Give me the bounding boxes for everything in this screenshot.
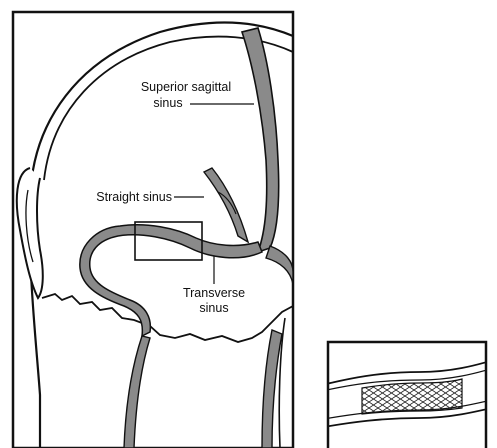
stent-inset-panel [318, 342, 497, 448]
head-panel: Superior sagittal sinus Straight sinus T… [13, 12, 293, 448]
label-superior-sagittal-line2: sinus [153, 96, 182, 110]
label-superior-sagittal-line1: Superior sagittal [141, 80, 231, 94]
label-transverse-line1: Transverse [183, 286, 245, 300]
label-transverse-line2: sinus [199, 301, 228, 315]
label-straight-sinus: Straight sinus [96, 190, 172, 204]
